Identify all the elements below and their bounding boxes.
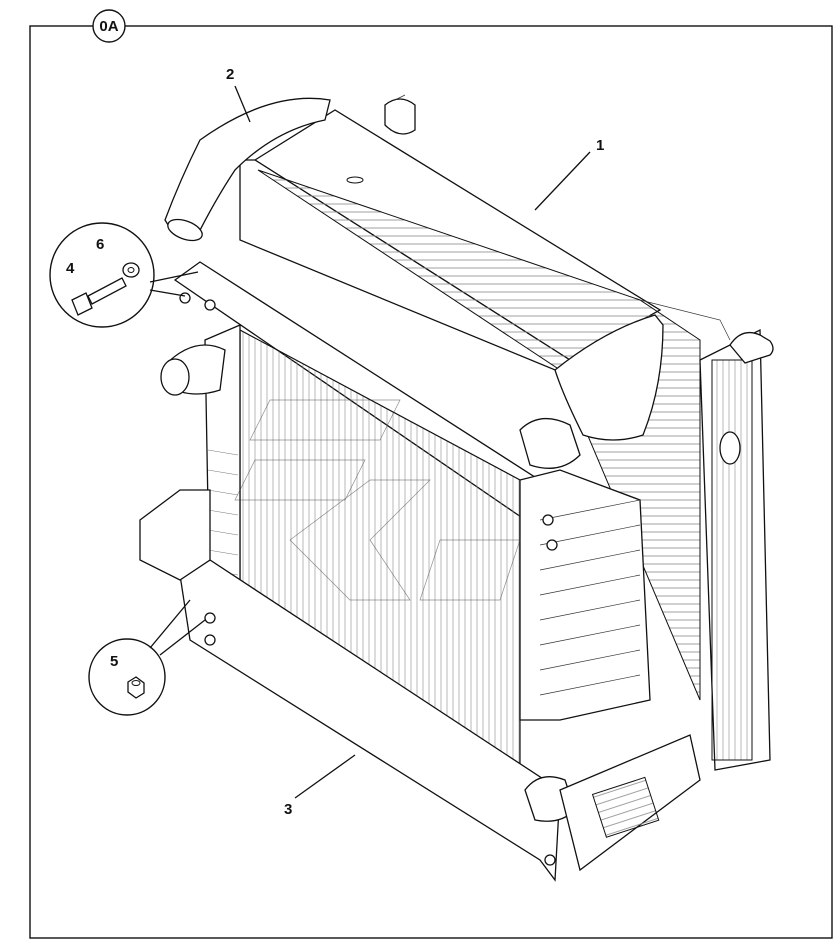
bolt-icon bbox=[71, 277, 127, 316]
intercooler-assembly bbox=[139, 261, 701, 882]
callout-1: 1 bbox=[596, 137, 604, 154]
leader-2 bbox=[234, 85, 251, 123]
callout-bubble-bolt-washer bbox=[49, 222, 199, 328]
radiator-assembly bbox=[164, 94, 774, 771]
washer-icon bbox=[122, 262, 140, 278]
callout-3: 3 bbox=[284, 801, 292, 818]
callout-bubble-nut bbox=[88, 599, 206, 716]
callout-4: 4 bbox=[66, 260, 75, 277]
callout-5: 5 bbox=[110, 653, 118, 670]
leader-3 bbox=[294, 754, 356, 799]
diagram-frame bbox=[29, 25, 833, 939]
callout-6: 6 bbox=[96, 236, 104, 253]
frame-tag: 0A bbox=[92, 9, 126, 43]
watermark-logo bbox=[234, 399, 521, 601]
leader-1 bbox=[534, 151, 591, 211]
callout-2: 2 bbox=[226, 66, 234, 83]
nut-icon bbox=[127, 676, 145, 699]
frame-tag-text: 0A bbox=[99, 18, 118, 35]
